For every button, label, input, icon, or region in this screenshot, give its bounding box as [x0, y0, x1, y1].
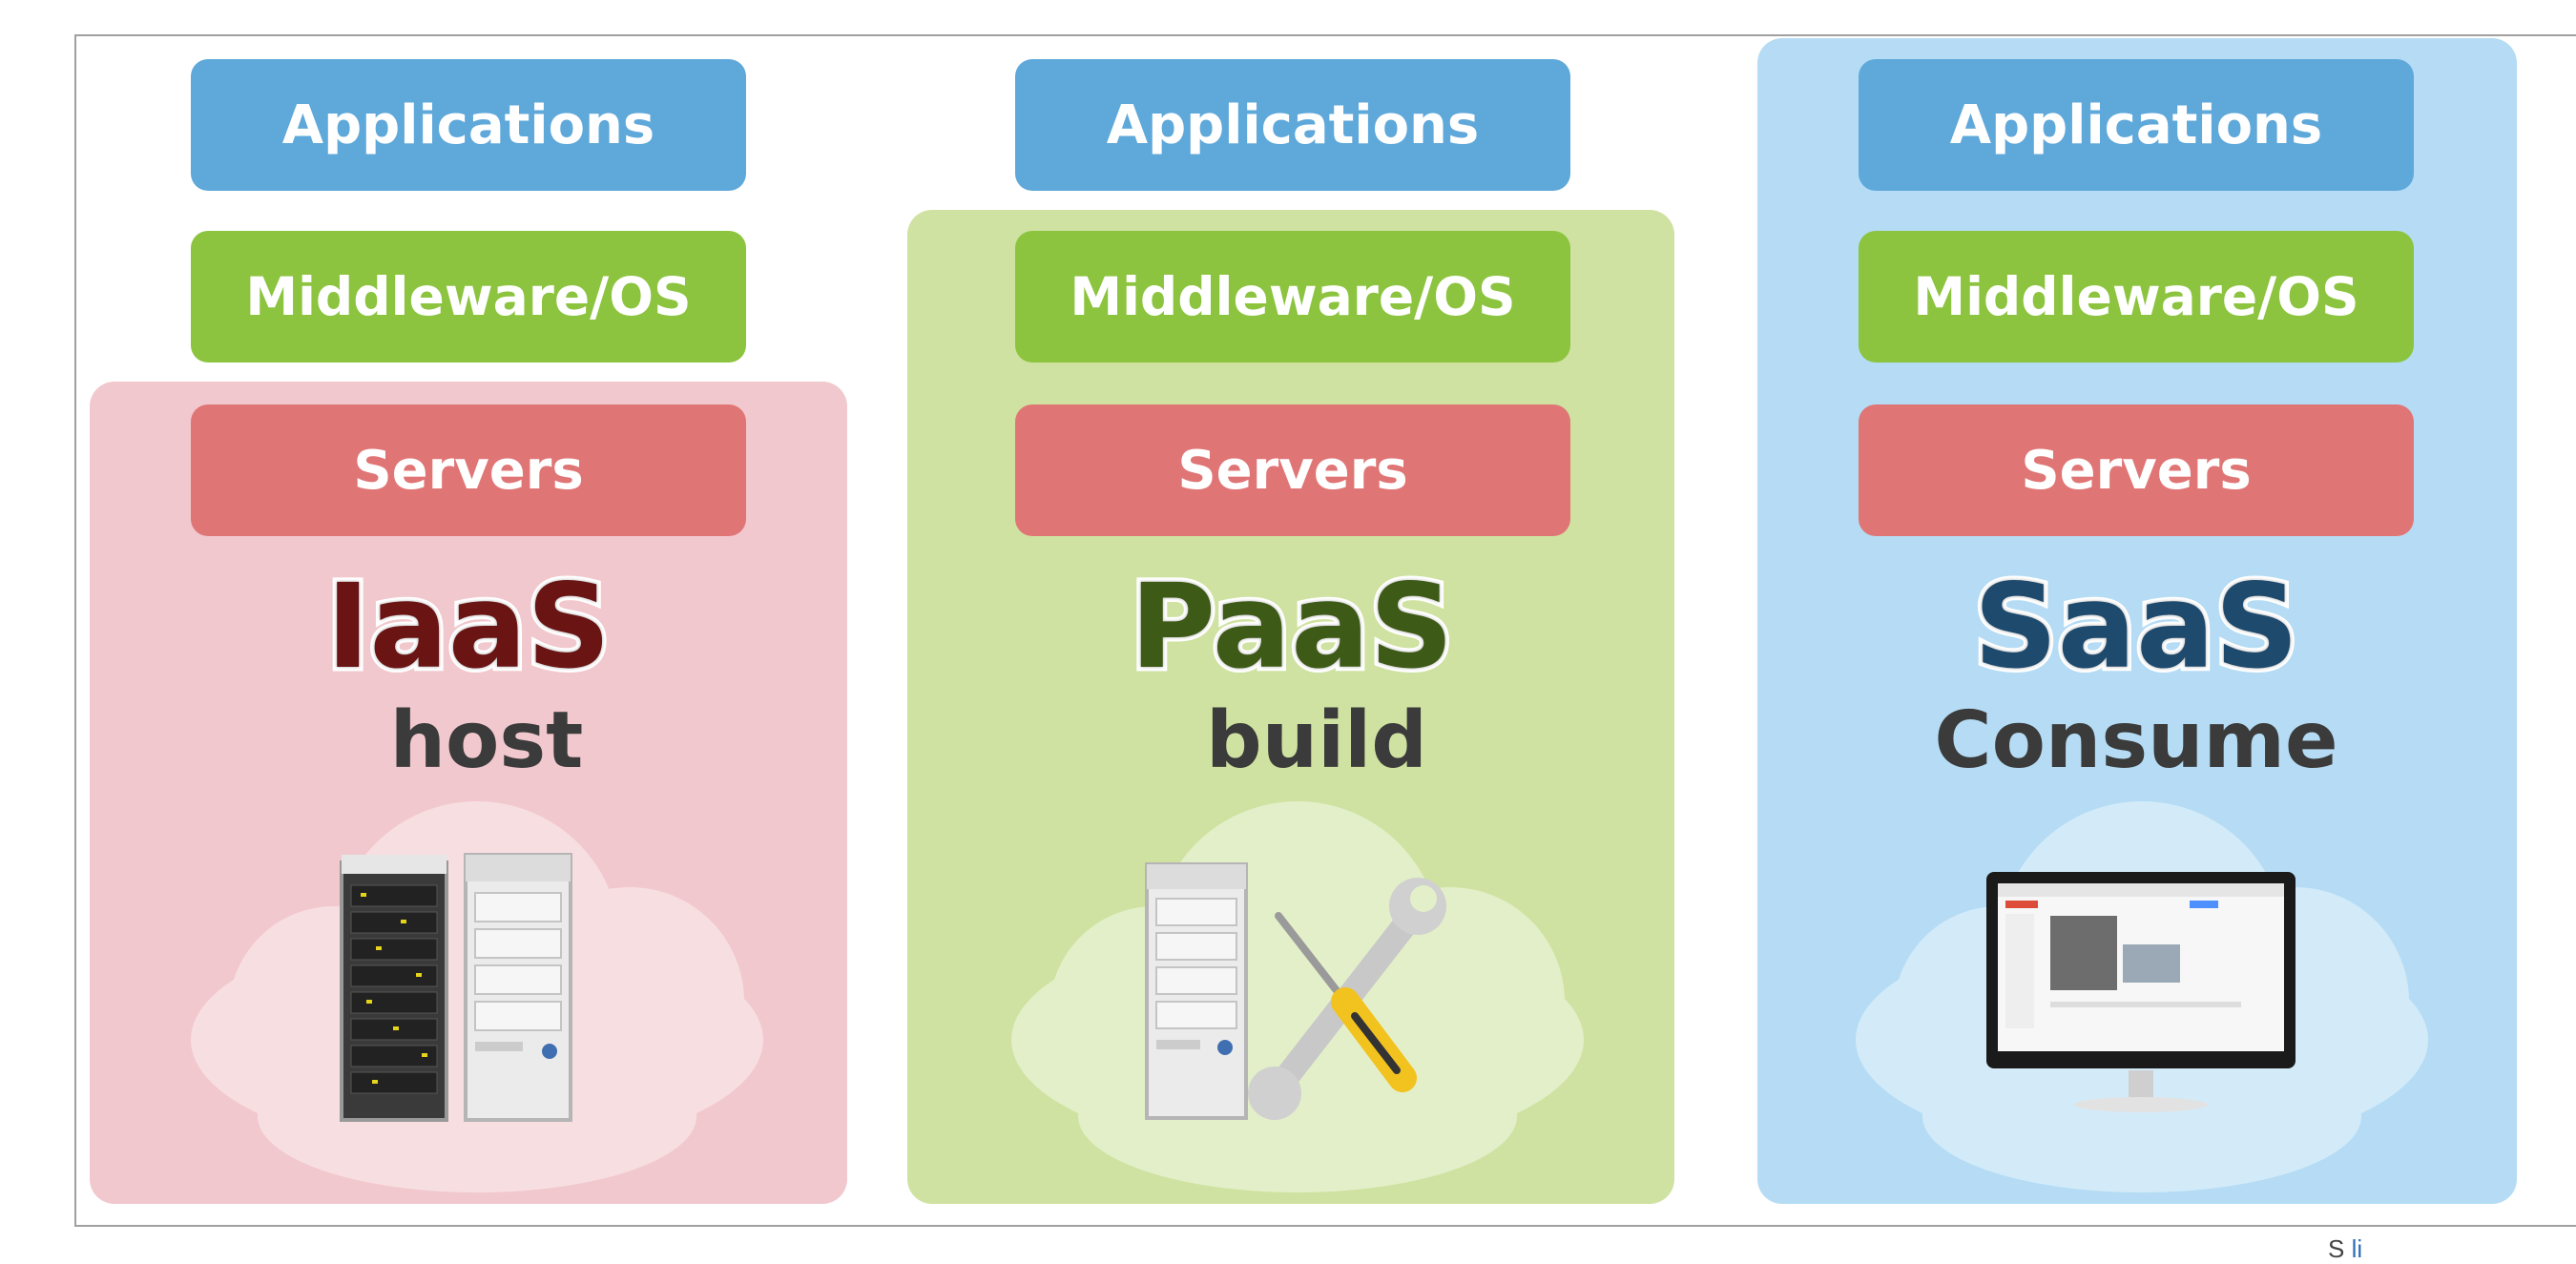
server-tower-icon: [1145, 862, 1248, 1120]
iaas-servers-layer: Servers: [191, 404, 746, 536]
paas-tools-illustration: [1011, 801, 1584, 1192]
source-link[interactable]: li: [2351, 1234, 2363, 1263]
iaas-servers-illustration: [191, 801, 763, 1192]
paas-servers-layer: Servers: [1015, 404, 1570, 536]
saas-title: SaaS: [1969, 559, 2302, 694]
source-credit: S li: [2328, 1234, 2362, 1264]
paas-applications-layer: Applications: [1015, 59, 1570, 191]
screwdriver-icon: [1275, 912, 1417, 1092]
cloud-icon: [1011, 801, 1584, 1192]
saas-applications-layer: Applications: [1859, 59, 2414, 191]
iaas-verb: host: [389, 695, 584, 786]
server-rack-icon: [340, 855, 448, 1122]
paas-verb: build: [1206, 695, 1427, 786]
source-prefix: S: [2328, 1234, 2345, 1263]
saas-servers-layer: Servers: [1859, 404, 2414, 536]
saas-monitor-illustration: [1856, 801, 2428, 1192]
iaas-middleware-layer: Middleware/OS: [191, 231, 746, 363]
saas-middleware-layer: Middleware/OS: [1859, 231, 2414, 363]
saas-verb: Consume: [1934, 695, 2338, 786]
monitor-icon: [1986, 872, 2296, 1112]
server-tower-icon: [464, 853, 572, 1122]
paas-middleware-layer: Middleware/OS: [1015, 231, 1570, 363]
iaas-title: IaaS: [322, 559, 615, 694]
paas-title: PaaS: [1126, 559, 1458, 694]
iaas-applications-layer: Applications: [191, 59, 746, 191]
